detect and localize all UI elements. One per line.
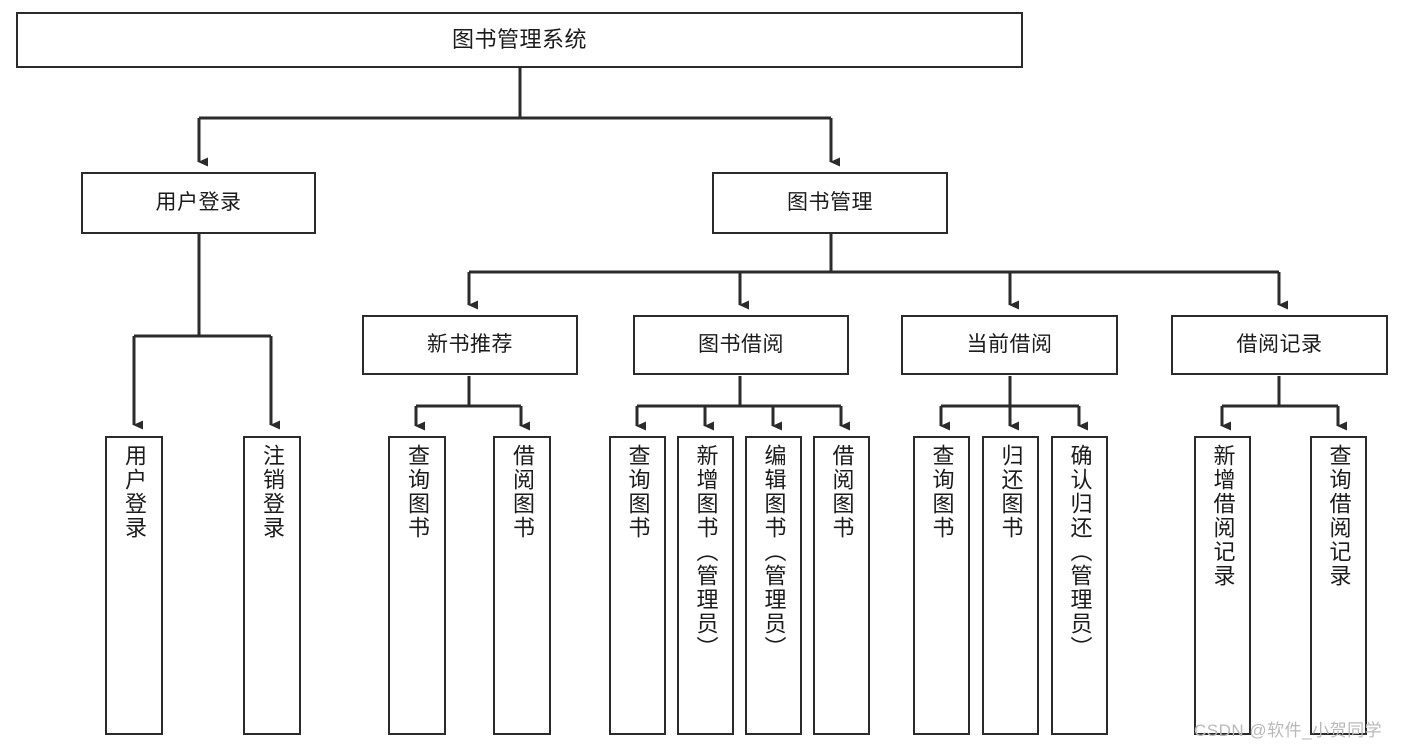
node-label: 编辑图书（管理员） — [761, 444, 787, 660]
leaf-borrow-record-add-record[interactable]: 新增借阅记录 — [1194, 436, 1251, 735]
node-label: 查询图书 — [625, 444, 651, 540]
leaf-current-borrow-query-book[interactable]: 查询图书 — [913, 436, 970, 735]
csdn-watermark: CSDN @软件_小贺同学 — [1194, 721, 1383, 740]
leaf-user-login-login[interactable]: 用户登录 — [105, 436, 163, 735]
node-user-login[interactable]: 用户登录 — [81, 172, 316, 234]
node-label: 图书借阅 — [698, 332, 784, 356]
leaf-current-borrow-confirm-return-admin[interactable]: 确认归还（管理员） — [1051, 436, 1108, 735]
node-label: 用户登录 — [155, 190, 242, 214]
node-label: 当前借阅 — [966, 332, 1053, 356]
node-label: 新增借阅记录 — [1210, 444, 1236, 588]
node-label: 借阅记录 — [1236, 332, 1323, 356]
leaf-book-borrow-query-book[interactable]: 查询图书 — [609, 436, 666, 735]
leaf-book-borrow-add-book-admin[interactable]: 新增图书（管理员） — [677, 436, 734, 735]
node-new-book-recommend[interactable]: 新书推荐 — [362, 315, 578, 375]
leaf-new-book-query-book[interactable]: 查询图书 — [388, 436, 446, 735]
node-book-management[interactable]: 图书管理 — [712, 172, 948, 234]
node-label: 注销登录 — [259, 444, 285, 540]
node-label: 图书管理系统 — [451, 27, 587, 53]
leaf-book-borrow-edit-book-admin[interactable]: 编辑图书（管理员） — [745, 436, 802, 735]
node-label: 用户登录 — [121, 444, 147, 540]
leaf-book-borrow-borrow-book[interactable]: 借阅图书 — [813, 436, 870, 735]
node-label: 借阅图书 — [509, 444, 535, 540]
node-borrow-record[interactable]: 借阅记录 — [1171, 315, 1388, 375]
leaf-new-book-borrow-book[interactable]: 借阅图书 — [493, 436, 551, 735]
node-label: 借阅图书 — [829, 444, 855, 540]
node-book-borrow[interactable]: 图书借阅 — [633, 315, 849, 375]
leaf-user-login-logout[interactable]: 注销登录 — [243, 436, 301, 735]
node-label: 查询借阅记录 — [1326, 444, 1352, 588]
node-label: 查询图书 — [404, 444, 430, 540]
node-label: 查询图书 — [929, 444, 955, 540]
node-root-book-management-system[interactable]: 图书管理系统 — [16, 12, 1023, 68]
node-current-borrow[interactable]: 当前借阅 — [901, 315, 1118, 375]
leaf-borrow-record-query-record[interactable]: 查询借阅记录 — [1310, 436, 1367, 735]
node-label: 新书推荐 — [427, 332, 513, 356]
leaf-current-borrow-return-book[interactable]: 归还图书 — [982, 436, 1039, 735]
node-label: 新增图书（管理员） — [693, 444, 719, 660]
node-label: 图书管理 — [787, 190, 873, 214]
node-label: 归还图书 — [998, 444, 1024, 540]
node-label: 确认归还（管理员） — [1067, 444, 1093, 660]
